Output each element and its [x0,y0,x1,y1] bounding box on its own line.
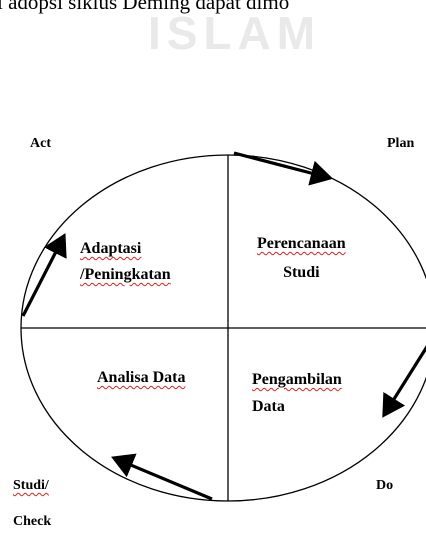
arrow-plan [233,151,334,186]
label-do: Do [376,478,394,493]
label-check: Check [13,514,52,529]
arrow-check [111,453,213,501]
quadrant-perencanaan: Perencanaan Studi [257,229,346,287]
quadrant-analisa-line1: Analisa Data [97,369,186,386]
label-studi: Studi/ [13,478,49,493]
label-act: Act [30,136,51,151]
quadrant-adaptasi: Adaptasi /Peningkatan [80,236,171,288]
quadrant-analisa: Analisa Data [97,369,185,387]
watermark-text: ISLAM [148,7,322,59]
quadrant-pengambilan-line1: Pengambilan [252,371,342,388]
quadrant-adaptasi-line2: /Peningkatan [80,266,171,283]
quadrant-adaptasi-line1: Adaptasi [80,240,142,257]
arrow-act [21,233,67,317]
arrow-do [382,345,426,418]
caption-fragment: l adopsi siklus Deming dapat dimo [0,0,290,14]
quadrant-pengambilan-line2: Data [252,398,285,415]
quadrant-perencanaan-line2: Studi [283,264,320,281]
label-plan: Plan [387,136,415,151]
label-studi-check: Studi/ Check [13,468,51,540]
quadrant-perencanaan-line1: Perencanaan [257,235,346,252]
quadrant-pengambilan: Pengambilan Data [252,366,342,420]
